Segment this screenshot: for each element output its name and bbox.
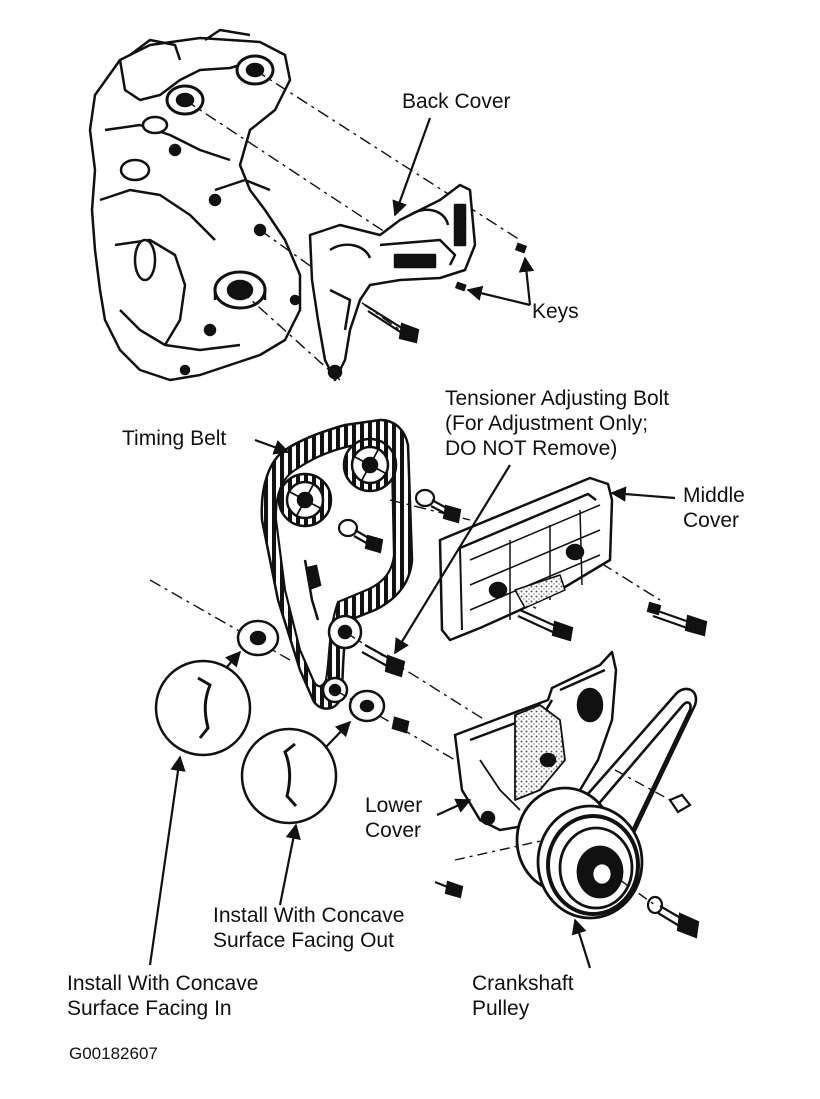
- tensioner-label-line-1: Tensioner Adjusting Bolt: [445, 387, 670, 410]
- install-out-line-2: Surface Facing Out: [213, 929, 394, 952]
- lower-cover-label-line-2: Cover: [365, 819, 422, 842]
- crankshaft-pulley-line-1: Crankshaft: [472, 972, 574, 995]
- leader-lines: [148, 117, 676, 969]
- tensioner-label-line-3: DO NOT Remove): [445, 437, 618, 460]
- camshaft-sprocket-right: [342, 437, 398, 493]
- back-cover-label: Back Cover: [402, 90, 511, 113]
- middle-cover-label: Middle Cover: [683, 483, 745, 533]
- engine-block: [88, 28, 302, 382]
- middle-cover-label-line-2: Cover: [683, 509, 740, 532]
- crank-sprocket-washer-right: [348, 689, 410, 734]
- install-concave-in-label: Install With Concave Surface Facing In: [67, 971, 258, 1021]
- lower-cover: [453, 650, 618, 832]
- lower-parts: [434, 769, 692, 906]
- install-in-line-1: Install With Concave: [67, 972, 259, 995]
- install-out-line-1: Install With Concave: [213, 904, 405, 927]
- middle-cover-label-line-1: Middle: [683, 484, 745, 507]
- cam-sprocket-bolts: [337, 488, 462, 554]
- tensioner-adjusting-bolt: [361, 644, 406, 678]
- keys-parts: [454, 242, 528, 292]
- middle-cover: [438, 476, 614, 642]
- crankshaft-pulley: [515, 786, 644, 920]
- crank-sprocket-washer-left: [236, 619, 280, 657]
- detail-circle-concave-out: [240, 727, 338, 825]
- middle-cover-bolts: [517, 601, 708, 642]
- lower-cover-label: Lower Cover: [365, 793, 422, 843]
- figure-id: G00182607: [69, 1044, 158, 1063]
- camshaft-sprocket-left: [277, 472, 333, 528]
- back-cover-bolt: [364, 304, 420, 344]
- back-cover: [308, 183, 477, 382]
- lower-cover-label-line-1: Lower: [365, 794, 423, 817]
- install-concave-out-label: Install With Concave Surface Facing Out: [213, 903, 404, 953]
- tensioner-label-line-2: (For Adjustment Only;: [445, 412, 649, 435]
- timing-belt-label: Timing Belt: [122, 427, 227, 450]
- crankshaft-pulley-line-2: Pulley: [472, 997, 530, 1020]
- crankshaft-pulley-label: Crankshaft Pulley: [472, 971, 574, 1021]
- tensioner-adjusting-bolt-label: Tensioner Adjusting Bolt (For Adjustment…: [445, 386, 669, 461]
- keys-label: Keys: [532, 300, 579, 323]
- install-in-line-2: Surface Facing In: [67, 997, 232, 1020]
- detail-circle-concave-in: [154, 659, 252, 757]
- accessory-belt: [564, 687, 698, 853]
- pulley-bolt: [646, 895, 700, 939]
